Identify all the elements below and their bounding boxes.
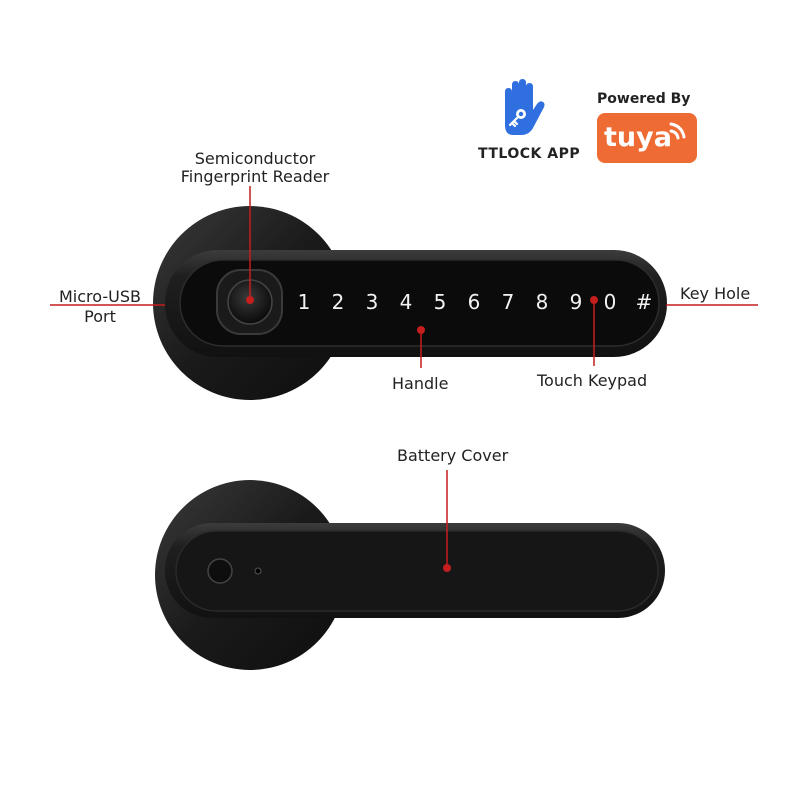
keypad-key-6: 6: [468, 290, 481, 314]
powered-by-label: Powered By: [597, 91, 691, 107]
keypad-key-7: 7: [502, 290, 515, 314]
keypad-key-4: 4: [400, 290, 413, 314]
back-lock: [155, 480, 665, 670]
handle-label: Handle: [392, 374, 449, 393]
touch-keypad-callout-dot: [590, 296, 598, 304]
fingerprint-reader-label: Semiconductor Fingerprint Reader: [170, 150, 340, 186]
battery-cover-label: Battery Cover: [397, 446, 509, 465]
tuya-logo-text: tuya: [604, 122, 672, 153]
keypad-key-9: 9: [570, 290, 583, 314]
keypad-key-8: 8: [536, 290, 549, 314]
keypad-key-5: 5: [434, 290, 447, 314]
battery-cover-callout-dot: [443, 564, 451, 572]
keypad-key-0: 0: [604, 290, 617, 314]
key-hole-label: Key Hole: [680, 284, 751, 303]
back-button: [207, 558, 233, 584]
handle-callout-dot: [417, 326, 425, 334]
fingerprint-label-line1: Semiconductor: [194, 149, 316, 168]
ttlock-hand-icon: [505, 79, 545, 135]
keypad-key-3: 3: [366, 290, 379, 314]
micro-usb-label-line1: Micro-USB: [59, 287, 141, 306]
touch-keypad-label: Touch Keypad: [537, 371, 648, 390]
micro-usb-label-line2: Port: [84, 307, 116, 326]
fingerprint-label-line2: Fingerprint Reader: [180, 167, 330, 186]
keypad-key-hash: #: [636, 290, 653, 314]
tuya-logo: [597, 113, 697, 163]
keypad-key-2: 2: [332, 290, 345, 314]
callouts: [50, 186, 758, 572]
keypad-panel: [179, 259, 660, 347]
ttlock-app-label: TTLOCK APP: [478, 146, 581, 162]
keypad-key-1: 1: [298, 290, 311, 314]
back-indicator-dot: [254, 567, 262, 575]
battery-cover-panel: [175, 530, 659, 612]
fingerprint-callout-dot: [246, 296, 254, 304]
micro-usb-port-label: Micro-USB Port: [50, 288, 150, 326]
